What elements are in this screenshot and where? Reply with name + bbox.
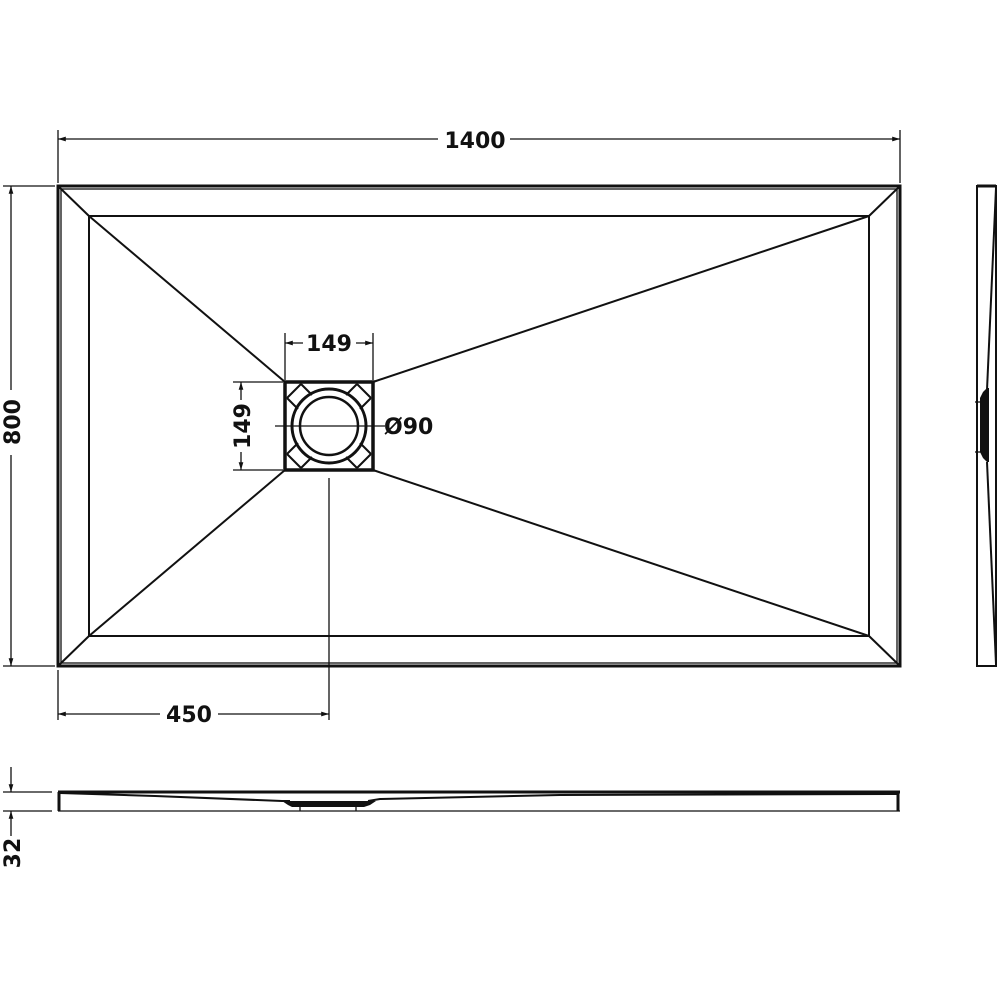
dimension-waste-height-label: 149 bbox=[231, 403, 256, 449]
corner-chamfers bbox=[57, 185, 901, 667]
dimension-width-label: 800 bbox=[1, 399, 26, 445]
dimension-tray-height: 32 bbox=[1, 767, 52, 868]
dimension-width: 800 bbox=[1, 185, 55, 667]
dimension-tray-height-label: 32 bbox=[1, 838, 26, 869]
dimension-waste-height: 149 bbox=[231, 381, 283, 471]
dimension-waste-offset: 450 bbox=[57, 478, 330, 728]
dimension-waste-diameter-label: Ø90 bbox=[384, 415, 433, 440]
dimension-waste-width-label: 149 bbox=[306, 332, 352, 357]
dimension-length-label: 1400 bbox=[444, 129, 505, 154]
tray-outer-edge bbox=[56, 184, 902, 668]
plan-view: 1400 800 450 149 bbox=[1, 129, 902, 728]
front-waste-profile bbox=[282, 801, 376, 807]
waste-outlet bbox=[275, 380, 385, 472]
fall-lines bbox=[88, 215, 870, 637]
side-waste-profile bbox=[980, 388, 989, 462]
tray-outer-edge-inner-line bbox=[60, 188, 898, 664]
dimension-length: 1400 bbox=[57, 129, 901, 183]
dimension-waste-width: 149 bbox=[284, 332, 374, 380]
tray-inner-edge bbox=[88, 215, 870, 637]
side-elevation bbox=[975, 184, 997, 667]
dimension-waste-offset-label: 450 bbox=[166, 703, 212, 728]
front-elevation: 32 bbox=[1, 767, 900, 868]
